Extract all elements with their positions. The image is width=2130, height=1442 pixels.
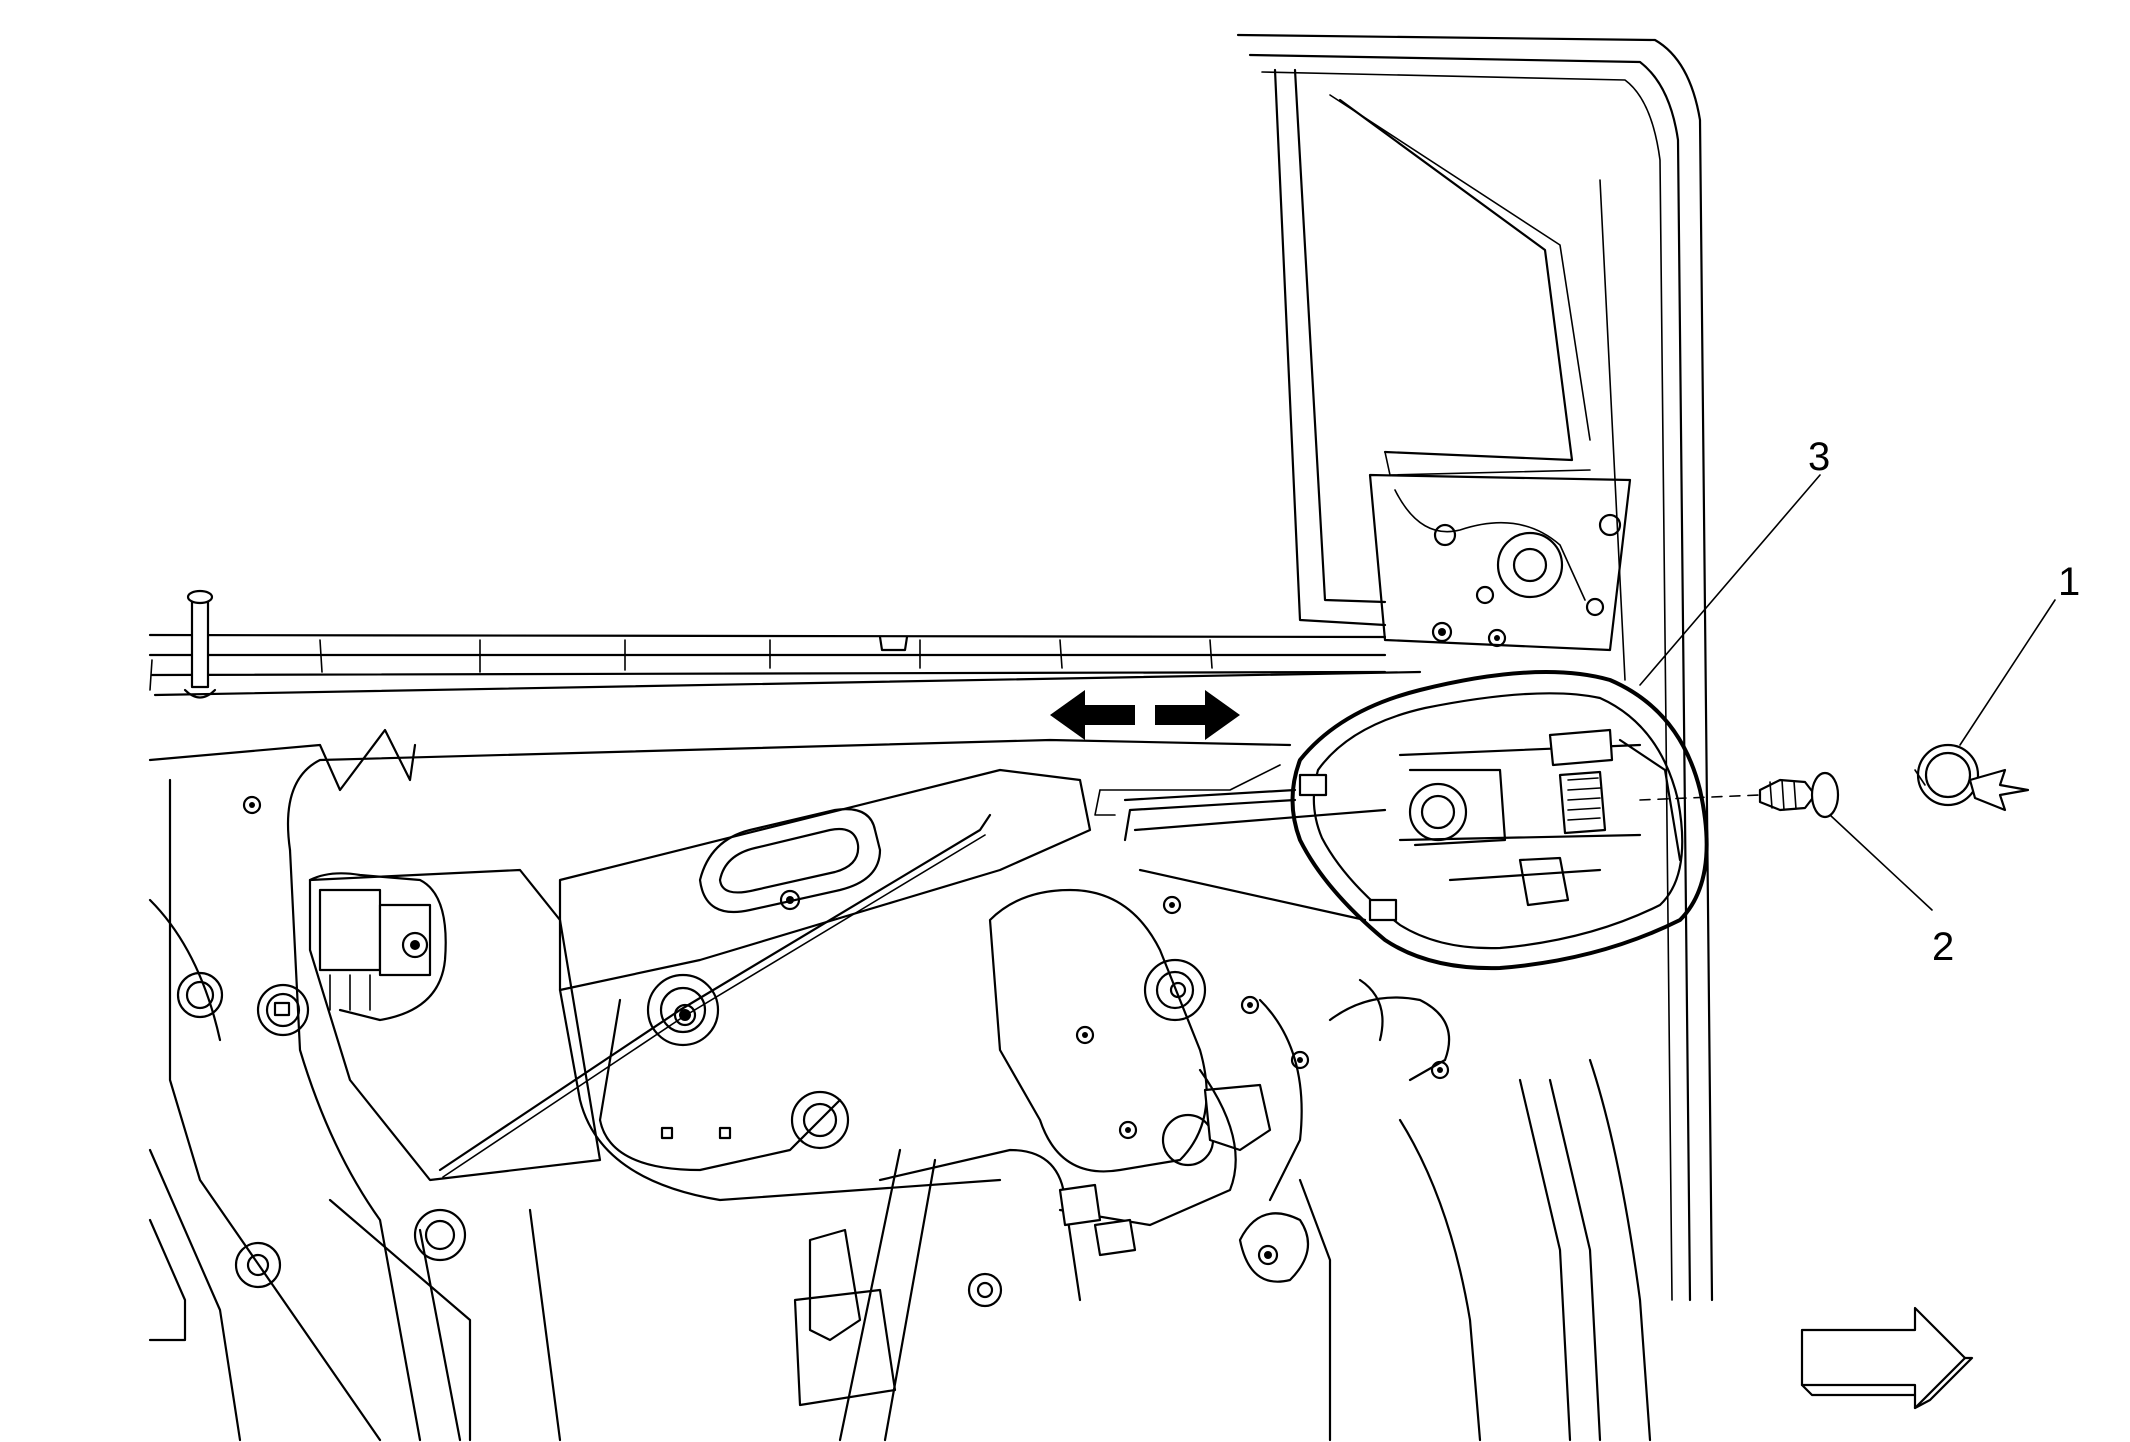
door-handle-bezel — [1290, 670, 1709, 971]
window-regulator — [558, 768, 1652, 1442]
callout-2: 2 — [1932, 925, 1954, 969]
retaining-clip — [1914, 743, 2030, 812]
vehicle-front-arrow-icon — [1800, 1306, 1974, 1410]
callout-leaders — [1639, 474, 2056, 911]
belt-line-weatherstrip — [148, 589, 1422, 699]
callout-1: 1 — [2058, 560, 2080, 604]
handle-cable-lines — [1094, 764, 1387, 922]
callout-3: 3 — [1808, 435, 1830, 479]
door-frame — [1236, 33, 1714, 1302]
screw — [1639, 771, 1840, 819]
inner-door-panel — [148, 728, 1292, 1442]
double-horizontal-arrow-icon — [1050, 690, 1240, 740]
